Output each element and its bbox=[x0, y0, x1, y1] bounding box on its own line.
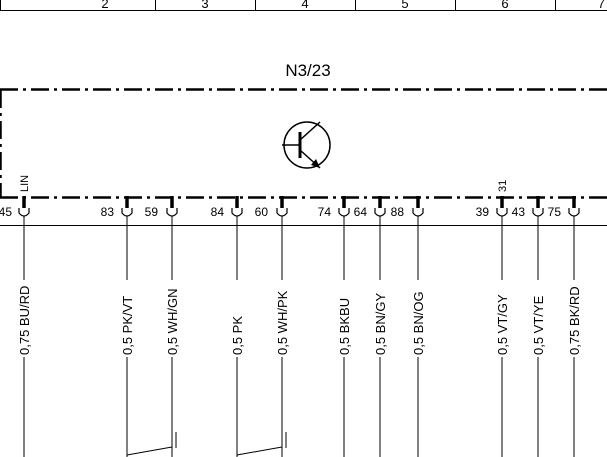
wire-label: 0,5 PK bbox=[230, 316, 245, 355]
twisted-pair-83-59 bbox=[126, 432, 177, 456]
connector-pin-45: 45 LIN 0,75 BU/RD bbox=[0, 175, 32, 457]
wire-label: 0,5 VT/YE bbox=[531, 295, 546, 355]
pin-number: 60 bbox=[255, 205, 269, 219]
pin-number: 88 bbox=[391, 205, 405, 219]
wire-label: 0,5 WH/GN bbox=[165, 289, 180, 355]
wire-label: 0,5 WH/PK bbox=[275, 290, 290, 355]
pin-number: 39 bbox=[476, 205, 490, 219]
pin-number: 43 bbox=[512, 205, 526, 219]
column-label-7: 7 bbox=[598, 0, 605, 11]
column-label-6: 6 bbox=[501, 0, 508, 11]
pin-number: 74 bbox=[318, 205, 332, 219]
connector-pin-59: 59 0,5 WH/GN bbox=[145, 196, 180, 457]
connector-pin-43: 43 0,5 VT/YE bbox=[512, 196, 546, 457]
signal-label: LIN bbox=[19, 175, 31, 192]
pin-number: 64 bbox=[354, 205, 368, 219]
wire-label: 0,5 BN/OG bbox=[411, 291, 426, 355]
wire-label: 0,5 BN/GY bbox=[373, 293, 388, 355]
connector-pin-84: 84 0,5 PK bbox=[211, 196, 245, 457]
connector-pin-39: 39 31 0,5 VT/GY bbox=[476, 180, 510, 457]
connector-pin-60: 60 0,5 WH/PK bbox=[255, 196, 290, 457]
transistor-icon bbox=[282, 121, 331, 169]
wire-label: 0,5 PK/VT bbox=[120, 296, 135, 355]
column-label-5: 5 bbox=[401, 0, 408, 11]
connector-pin-83: 83 0,5 PK/VT bbox=[101, 196, 135, 457]
wire-label: 0,75 BU/RD bbox=[17, 286, 32, 355]
connector-pin-88: 88 0,5 BN/OG bbox=[391, 196, 426, 457]
module-title: N3/23 bbox=[285, 61, 330, 80]
wire-label: 0,75 BK/RD bbox=[567, 286, 582, 355]
wire-label: 0,5 VT/GY bbox=[495, 294, 510, 355]
connector-pin-74: 74 0,5 BKBU bbox=[318, 196, 352, 457]
pin-number: 84 bbox=[211, 205, 225, 219]
pin-number: 45 bbox=[0, 205, 12, 219]
column-ruler: 2 3 4 5 6 7 bbox=[0, 0, 607, 11]
wire-label: 0,5 BKBU bbox=[337, 298, 352, 355]
connector-pin-64: 64 0,5 BN/GY bbox=[354, 196, 388, 457]
column-label-3: 3 bbox=[201, 0, 208, 11]
twisted-pair-84-60 bbox=[236, 432, 287, 456]
signal-label: 31 bbox=[497, 180, 509, 192]
pin-number: 83 bbox=[101, 205, 115, 219]
column-label-2: 2 bbox=[101, 0, 108, 11]
column-label-4: 4 bbox=[301, 0, 308, 11]
pin-number: 59 bbox=[145, 205, 159, 219]
connector-layer: 45 LIN 0,75 BU/RD 83 0,5 PK/VT 59 0,5 WH/GN 84 0… bbox=[0, 175, 582, 457]
twisted-pair-layer bbox=[126, 432, 287, 456]
connector-pin-75: 75 0,75 BK/RD bbox=[548, 196, 582, 457]
pin-number: 75 bbox=[548, 205, 562, 219]
